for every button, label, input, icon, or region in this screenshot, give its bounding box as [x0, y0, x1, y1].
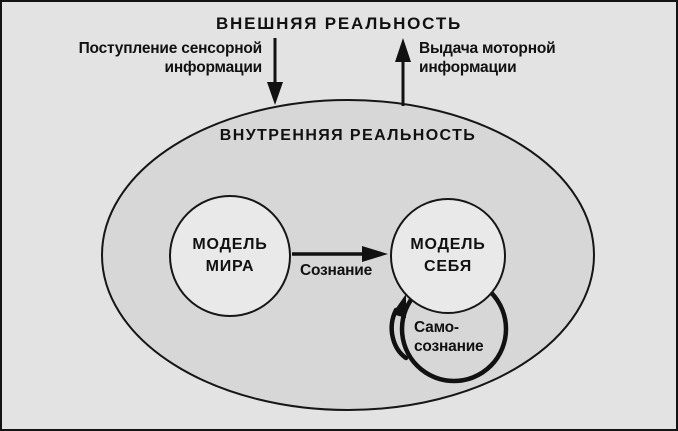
motor-output-label: Выдача моторной информации	[419, 39, 639, 77]
self-consciousness-label: Само- сознание	[414, 319, 484, 356]
external-reality-title: ВНЕШНЯЯ РЕАЛЬНОСТЬ	[215, 14, 463, 33]
motor-output-label-line1: Выдача моторной	[419, 40, 556, 57]
self-consciousness-label-line1: Само-	[414, 319, 459, 336]
world-model-circle	[169, 195, 291, 317]
self-consciousness-label-line2: сознание	[414, 337, 484, 355]
internal-reality-title: ВНУТРЕННЯЯ РЕАЛЬНОСТЬ	[219, 127, 477, 144]
consciousness-arrowhead-icon	[362, 246, 388, 262]
motor-output-label-line2: информации	[419, 59, 517, 76]
motor-output-arrowhead-icon	[395, 38, 411, 62]
sensory-input-arrowhead-icon	[267, 82, 283, 105]
self-model-circle	[390, 198, 506, 314]
world-model-label-line1: МОДЕЛЬ	[192, 236, 268, 253]
self-model-label-line1: МОДЕЛЬ	[410, 236, 486, 253]
sensory-input-label-line2: информации	[164, 59, 263, 76]
self-consciousness-arrowhead-icon	[392, 294, 406, 318]
sensory-input-label: Поступление сенсорной информации	[42, 39, 263, 77]
sensory-input-label-line1: Поступление сенсорной	[78, 40, 263, 57]
self-model-label-line2: СЕБЯ	[423, 258, 473, 275]
consciousness-label: Сознание	[299, 262, 373, 279]
world-model-label-line2: МИРА	[205, 258, 255, 275]
world-model-label: МОДЕЛЬ МИРА	[160, 234, 300, 278]
self-model-label: МОДЕЛЬ СЕБЯ	[378, 234, 518, 278]
